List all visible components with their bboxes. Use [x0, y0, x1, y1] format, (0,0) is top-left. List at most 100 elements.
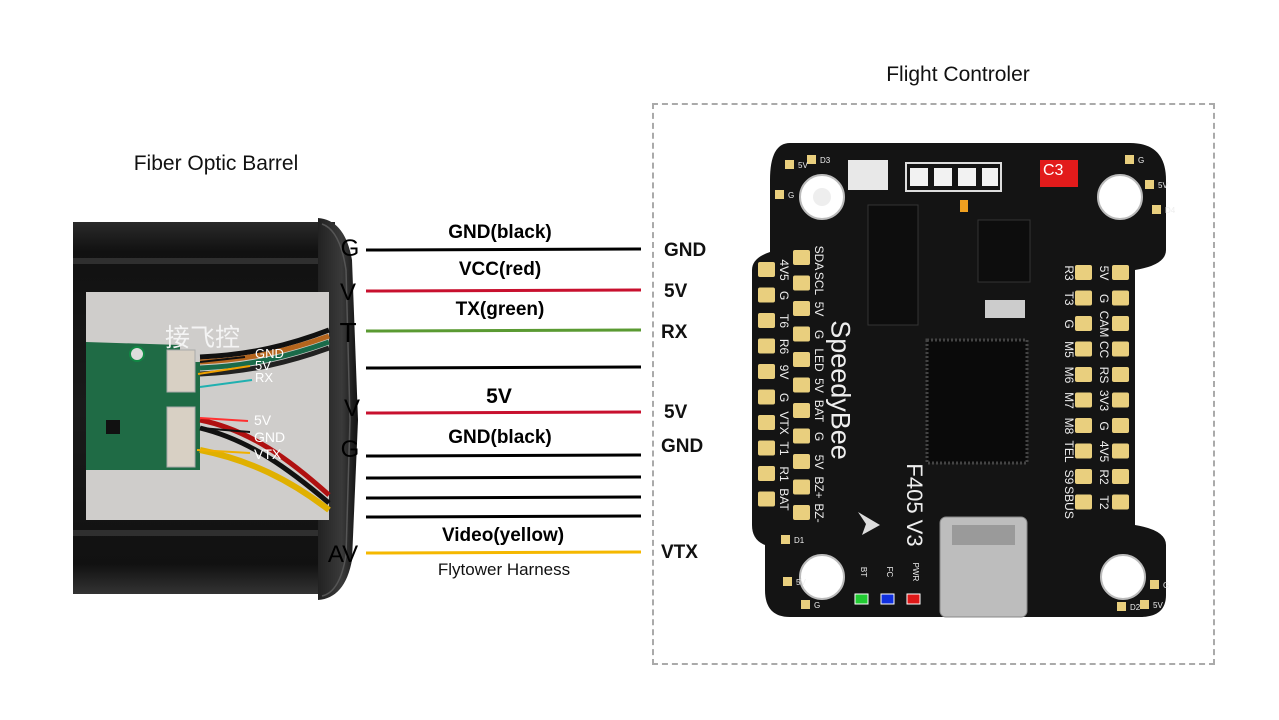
- pad-label: G: [812, 432, 826, 441]
- led-label: FC: [885, 567, 894, 578]
- pad-label: M5: [1062, 341, 1076, 358]
- top-connector-labels: GND 5V RX: [255, 347, 284, 385]
- photo-label-5v: 5V: [255, 358, 271, 373]
- solder-pad: [793, 275, 810, 291]
- pin-av: AV: [327, 541, 359, 568]
- solder-pad: [1112, 443, 1129, 459]
- corner-label: D2: [1130, 603, 1141, 612]
- status-led: [906, 593, 921, 605]
- pin-v: V: [339, 279, 357, 306]
- wire-line: [365, 514, 642, 519]
- wire-label-gnd: GND(black): [448, 222, 552, 243]
- led-label: BT: [859, 567, 868, 577]
- pad-label: VTX: [777, 411, 791, 434]
- solder-pad: [758, 466, 775, 481]
- corner-label: D4: [1165, 206, 1176, 215]
- solder-pad: [793, 301, 810, 316]
- connector-photo: [86, 292, 331, 520]
- pad-label: CAM: [1097, 311, 1111, 338]
- wire-label-gnd: GND(black): [448, 427, 552, 448]
- solder-pad: [758, 491, 775, 507]
- solder-pad: [1112, 494, 1129, 510]
- pad-label: 9V: [777, 365, 791, 380]
- wire-line: [365, 550, 642, 555]
- wire-label-vcc: VCC(red): [458, 259, 542, 280]
- corner-label: G: [814, 601, 820, 610]
- solder-pad: [758, 415, 775, 430]
- fc-pad-gnd: GND: [661, 436, 704, 457]
- solder-pad: [793, 505, 810, 520]
- pad-label: 3V3: [1097, 390, 1111, 412]
- photo-caption: 接飞控: [165, 324, 241, 352]
- corner-label: 5V: [798, 161, 808, 170]
- pad-label: R1: [777, 466, 791, 482]
- pin-t: T: [339, 317, 357, 348]
- pad-label: T1: [777, 441, 791, 455]
- corner-label: 5V: [1153, 601, 1163, 610]
- photo-label-5v: 5V: [254, 412, 272, 428]
- capacitor-label: C3: [1043, 162, 1064, 179]
- pad-label: R6: [777, 339, 791, 355]
- wire-line: [365, 453, 642, 458]
- corner-label: D1: [794, 536, 805, 545]
- solder-pad: [1075, 443, 1092, 459]
- pad-label: G: [1097, 294, 1111, 303]
- pad-label: BAT: [777, 488, 791, 511]
- pad-label: BAT: [812, 400, 826, 423]
- pad-label: BZ-: [812, 503, 826, 522]
- solder-pad: [793, 403, 810, 418]
- pad-label: 5V: [812, 302, 826, 317]
- pad-label: G: [1097, 421, 1111, 430]
- pad-label: M6: [1062, 367, 1076, 384]
- wire-line: [365, 365, 642, 370]
- solder-pad: [1112, 418, 1129, 433]
- corner-label: D3: [820, 156, 831, 165]
- pad-label: S9: [1062, 470, 1076, 485]
- solder-pad: [1075, 265, 1092, 280]
- bottom-connector-labels: 5V GND VTX: [254, 412, 285, 463]
- fc-pad-5v: 5V: [664, 281, 688, 302]
- pad-label: CC: [1097, 341, 1111, 359]
- pad-label: R2: [1097, 469, 1111, 485]
- solder-pad: [758, 440, 775, 456]
- pin-g: G: [340, 235, 360, 262]
- solder-pad: [1112, 392, 1129, 408]
- wire-line: [365, 288, 642, 293]
- wire-label-5v: 5V: [486, 385, 512, 408]
- solder-pad: [758, 389, 775, 405]
- harness-label: Flytower Harness: [437, 560, 571, 579]
- wire-line: [365, 495, 642, 500]
- solder-pad: [1075, 418, 1092, 433]
- solder-pad: [758, 287, 775, 303]
- pin-g: G: [340, 436, 360, 463]
- pad-label: 5V: [1097, 266, 1111, 281]
- solder-pad: [793, 352, 810, 367]
- board-model: F405 V3: [902, 463, 927, 547]
- pad-label: TEL: [1062, 440, 1076, 462]
- pad-label: G: [777, 393, 791, 402]
- pad-label: SCL: [812, 272, 826, 296]
- pad-label: 4V5: [1097, 441, 1111, 463]
- pad-label: M8: [1062, 418, 1076, 435]
- corner-label: 5V: [796, 578, 806, 587]
- photo-label-gnd: GND: [254, 429, 286, 445]
- solder-pad: [793, 326, 810, 342]
- pad-label: RS: [1097, 367, 1111, 384]
- pad-label: T3: [1062, 291, 1076, 305]
- solder-pad: [758, 262, 775, 277]
- photo-label-rx: RX: [255, 370, 274, 385]
- corner-label: G: [1138, 156, 1144, 165]
- wire-line: [365, 328, 642, 333]
- solder-pad: [1112, 367, 1129, 382]
- solder-pad: [1075, 367, 1092, 382]
- flight-controller-title: Flight Controler: [886, 63, 1030, 86]
- solder-pad: [1112, 316, 1129, 331]
- solder-pad: [758, 338, 775, 354]
- solder-pad: [1112, 341, 1129, 357]
- pad-label: T6: [777, 314, 791, 328]
- barrel-title: Fiber Optic Barrel: [133, 152, 299, 175]
- pad-label: M7: [1062, 392, 1076, 409]
- corner-label: G: [1163, 581, 1169, 590]
